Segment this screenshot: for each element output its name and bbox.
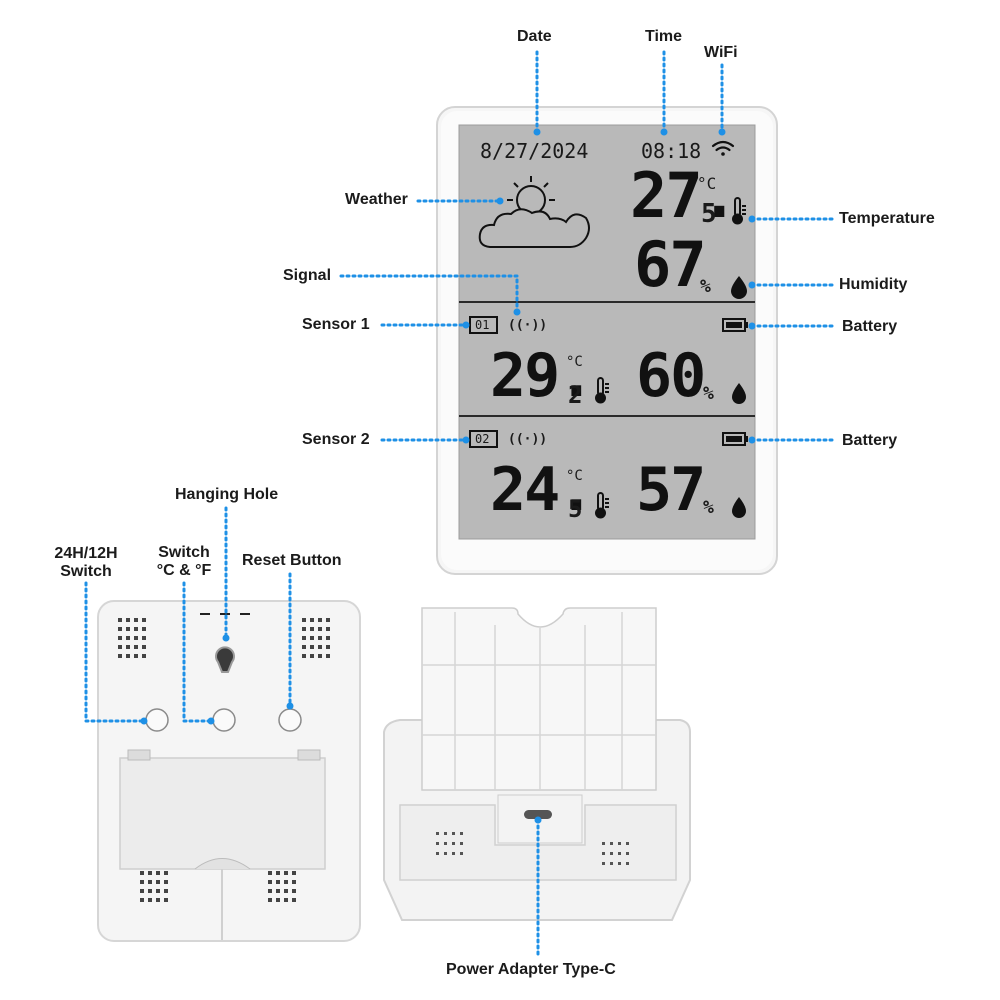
sensor2-temperature: 24.	[490, 455, 594, 525]
callout-sensor1: Sensor 1	[302, 316, 370, 333]
battery-icon	[722, 432, 748, 446]
callout-weather: Weather	[345, 191, 408, 208]
main-humidity-unit: %	[700, 276, 711, 297]
callout-time: Time	[645, 28, 683, 45]
callout-wifi: WiFi	[704, 44, 738, 61]
main-temperature: 27.	[630, 159, 738, 232]
callout-24h-switch-line2: Switch	[60, 563, 112, 580]
sensor2-temperature-decimal: 5	[568, 495, 583, 523]
weather-sun-cloud-icon	[478, 176, 590, 248]
water-drop-icon	[732, 383, 746, 404]
sensor2-humidity: 57	[636, 455, 706, 525]
sensor1-humidity-unit: %	[703, 383, 714, 404]
display-date: 8/27/2024	[480, 139, 589, 163]
thermometer-icon	[595, 492, 609, 519]
sensor1-temperature-decimal: 2	[568, 381, 583, 409]
signal-icon: ((·))	[508, 318, 548, 333]
callout-battery2: Battery	[842, 432, 898, 449]
sensor1-temperature-unit: °C	[566, 354, 583, 370]
thermometer-icon	[595, 377, 609, 404]
signal-icon: ((·))	[508, 432, 548, 447]
callout-24h-switch-line1: 24H/12H	[54, 545, 118, 562]
callout-date: Date	[517, 28, 552, 45]
callout-humidity: Humidity	[839, 276, 908, 293]
callout-cf-switch-line1: Switch	[158, 544, 210, 561]
display-time: 08:18	[641, 139, 702, 163]
callout-battery1: Battery	[842, 318, 898, 335]
water-drop-icon	[731, 276, 747, 299]
sensor1-temperature: 29.	[490, 341, 594, 411]
callout-signal: Signal	[283, 267, 332, 284]
front-device	[436, 106, 778, 575]
callout-sensor2: Sensor 2	[302, 431, 370, 448]
battery-icon	[722, 318, 748, 332]
sensor-id-box	[469, 316, 498, 334]
main-temperature-decimal: 5	[701, 199, 717, 229]
open-device	[383, 607, 691, 921]
thermometer-icon	[732, 197, 746, 225]
callout-lines	[84, 50, 834, 960]
back-device	[97, 600, 361, 942]
wifi-icon	[711, 140, 735, 156]
callout-reset-button: Reset Button	[242, 552, 342, 569]
sensor2-id: 02	[475, 432, 490, 446]
sensor1-id: 01	[475, 318, 490, 332]
sensor-id-box	[469, 430, 498, 448]
water-drop-icon	[732, 497, 746, 518]
sensor2-temperature-unit: °C	[566, 468, 583, 484]
callout-temperature: Temperature	[839, 210, 935, 227]
callout-hanging-hole: Hanging Hole	[175, 486, 279, 503]
callout-endpoints	[140, 128, 756, 824]
sensor2-humidity-unit: %	[703, 497, 714, 518]
callout-cf-switch-line2: °C & °F	[156, 562, 212, 579]
main-temperature-unit: °C	[697, 174, 717, 193]
sensor1-humidity: 60	[636, 341, 706, 411]
callout-power-adapter: Power Adapter Type-C	[446, 961, 616, 978]
main-humidity: 67	[634, 228, 707, 301]
